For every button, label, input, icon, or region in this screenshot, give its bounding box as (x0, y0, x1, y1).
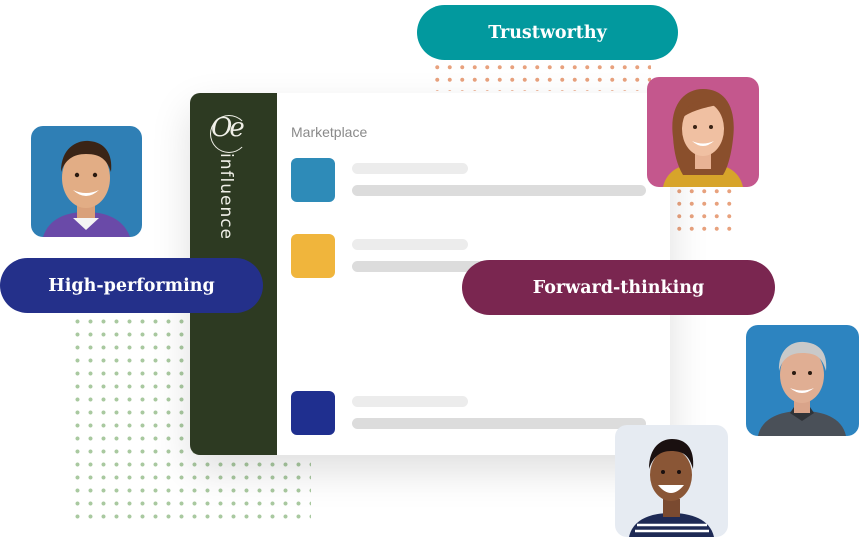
list-item[interactable] (291, 391, 651, 435)
badge-high-performing: High-performing (0, 258, 263, 313)
item-title-placeholder (352, 163, 468, 174)
item-thumbnail (291, 391, 335, 435)
list-item[interactable] (291, 158, 651, 202)
marketplace-title: Marketplace (291, 124, 368, 140)
item-title-placeholder (352, 239, 468, 250)
item-desc-placeholder (352, 418, 646, 429)
decorative-dots-top (431, 61, 651, 91)
item-thumbnail (291, 234, 335, 278)
badge-trustworthy: Trustworthy (417, 5, 678, 60)
item-title-placeholder (352, 396, 468, 407)
avatar-man-smiling (31, 126, 142, 237)
logo-ring (210, 115, 248, 153)
logo-wordmark: influence (216, 153, 236, 241)
logo-mark: 𝑂𝑒 (211, 113, 245, 143)
avatar-woman-laughing (615, 425, 728, 537)
item-desc-placeholder (352, 185, 646, 196)
avatar-woman-smiling (647, 77, 759, 187)
badge-forward-thinking: Forward-thinking (462, 260, 775, 315)
avatar-older-man (746, 325, 859, 436)
item-thumbnail (291, 158, 335, 202)
decorative-dots-right (673, 185, 733, 233)
